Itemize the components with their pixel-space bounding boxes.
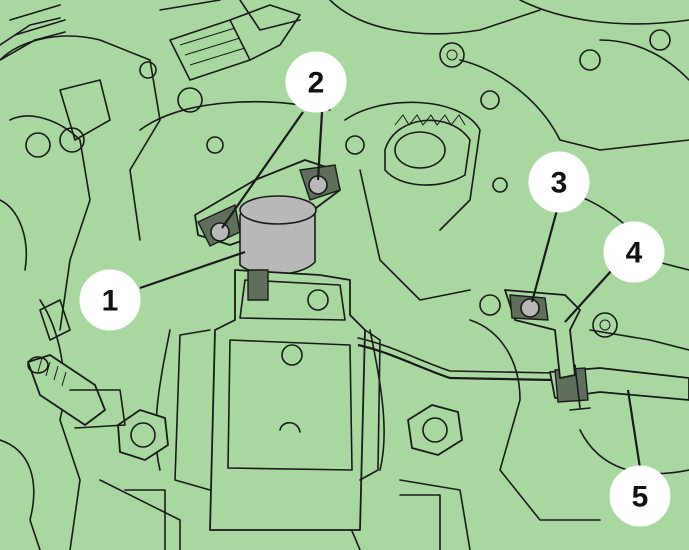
- bracket-bolt-icon: [520, 298, 540, 318]
- background-bolts: [139, 29, 671, 338]
- leader-2b: [316, 111, 324, 181]
- callout-1-label: 1: [102, 285, 119, 318]
- callout-2-label: 2: [308, 67, 325, 100]
- mount-stud: [247, 269, 269, 301]
- callout-1: 1: [79, 269, 141, 331]
- leader-3: [530, 209, 559, 303]
- sensor-wire: [357, 343, 556, 382]
- leader-2a: [221, 111, 304, 229]
- callout-1-circle: [79, 269, 141, 331]
- callout-2: 2: [285, 51, 347, 113]
- leader-5: [626, 389, 642, 469]
- engine-mount-bracket: [174, 269, 381, 531]
- callout-4-circle: [603, 221, 665, 283]
- callout-3: 3: [528, 151, 590, 213]
- gear-teeth: [384, 114, 471, 186]
- callout-5-label: 5: [632, 481, 649, 514]
- callout-5: 5: [609, 465, 671, 527]
- callout-5-circle: [609, 465, 671, 527]
- callout-3-circle: [528, 151, 590, 213]
- upper-left-connector: [0, 4, 301, 158]
- bolt-left-icon: [210, 222, 230, 242]
- left-shaft: [27, 299, 126, 429]
- callout-4: 4: [603, 221, 665, 283]
- callout-3-label: 3: [551, 167, 568, 200]
- leader-4: [564, 269, 613, 323]
- sensor-bracket: [504, 289, 581, 379]
- callout-2-circle: [285, 51, 347, 113]
- flange-assembly: [194, 159, 341, 276]
- lower-bolts: [117, 404, 463, 550]
- flange-pipe-top: [239, 195, 317, 225]
- callout-4-label: 4: [626, 237, 643, 270]
- leader-1: [139, 250, 246, 290]
- leader-lines: [139, 111, 642, 469]
